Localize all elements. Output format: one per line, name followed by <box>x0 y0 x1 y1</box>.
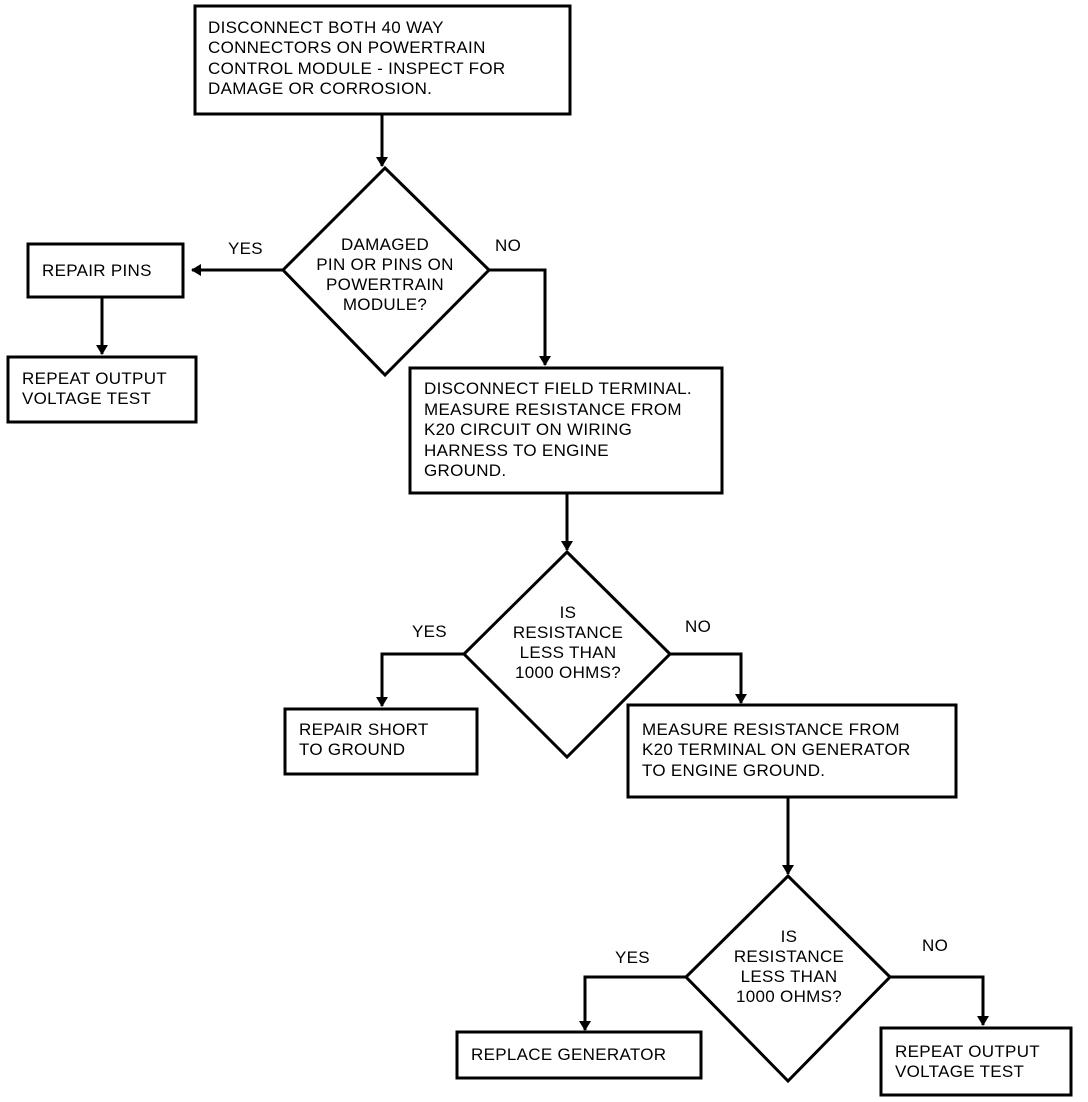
step-replace-generator: REPLACE GENERATOR <box>455 1030 703 1080</box>
step-line: TO GROUND <box>299 740 405 759</box>
edge-resistance-2-yes-to-replace-generator <box>579 975 686 1031</box>
decision-line: PIN OR PINS ON <box>316 255 453 274</box>
label-yes-resistance-1: YES <box>412 622 447 641</box>
label-yes-damaged: YES <box>228 239 263 258</box>
decision-line: IS <box>560 603 577 622</box>
step-line: REPAIR PINS <box>42 261 152 280</box>
edge-resistance-1-no-to-measure-generator <box>670 652 747 704</box>
step-line: GROUND. <box>424 461 506 480</box>
decision-line: 1000 OHMS? <box>515 663 621 682</box>
step-line: DISCONNECT BOTH 40 WAY <box>208 18 444 37</box>
decision-damaged-pins: DAMAGED PIN OR PINS ON POWERTRAIN MODULE… <box>280 165 492 378</box>
step-line: DAMAGE OR CORROSION. <box>208 79 432 98</box>
step-line: K20 CIRCUIT ON WIRING <box>424 420 632 439</box>
step-line: MEASURE RESISTANCE FROM <box>642 720 900 739</box>
edge-labels: YES NO YES NO YES NO <box>228 236 948 967</box>
decision-resistance-check-1: IS RESISTANCE LESS THAN 1000 OHMS? <box>461 549 673 760</box>
decision-line: 1000 OHMS? <box>736 987 842 1006</box>
decision-line: DAMAGED <box>341 235 429 254</box>
label-no-resistance-2: NO <box>922 936 948 955</box>
step-disconnect-field-terminal: DISCONNECT FIELD TERMINAL. MEASURE RESIS… <box>408 366 724 495</box>
step-line: HARNESS TO ENGINE <box>424 441 609 460</box>
decision-line: LESS THAN <box>741 967 838 986</box>
step-line: REPLACE GENERATOR <box>471 1045 666 1064</box>
decision-line: RESISTANCE <box>513 623 623 642</box>
decision-line: LESS THAN <box>520 643 617 662</box>
step-line: TO ENGINE GROUND. <box>642 761 825 780</box>
step-line: VOLTAGE TEST <box>22 389 151 408</box>
decision-resistance-check-2: IS RESISTANCE LESS THAN 1000 OHMS? <box>683 873 893 1084</box>
label-no-damaged: NO <box>495 236 521 255</box>
edge-resistance-2-no-to-repeat-test <box>890 975 989 1026</box>
step-repair-short-to-ground: REPAIR SHORT TO GROUND <box>283 707 479 776</box>
step-repeat-output-voltage-test-1: REPEAT OUTPUT VOLTAGE TEST <box>6 355 198 424</box>
step-line: K20 TERMINAL ON GENERATOR <box>642 740 911 759</box>
decision-line: POWERTRAIN <box>326 275 444 294</box>
step-line: CONNECTORS ON POWERTRAIN <box>208 38 486 57</box>
step-measure-generator-resistance: MEASURE RESISTANCE FROM K20 TERMINAL ON … <box>626 703 958 799</box>
decision-line: MODULE? <box>343 295 427 314</box>
decision-line: RESISTANCE <box>734 947 844 966</box>
decision-line: IS <box>781 927 798 946</box>
step-line: REPEAT OUTPUT <box>895 1042 1040 1061</box>
label-yes-resistance-2: YES <box>615 948 650 967</box>
step-repair-pins: REPAIR PINS <box>26 242 185 299</box>
edges <box>96 115 989 1031</box>
step-line: REPAIR SHORT <box>299 720 429 739</box>
step-disconnect-connectors: DISCONNECT BOTH 40 WAY CONNECTORS ON POW… <box>193 4 572 116</box>
step-line: REPEAT OUTPUT <box>22 369 167 388</box>
label-no-resistance-1: NO <box>685 617 711 636</box>
step-line: CONTROL MODULE - INSPECT FOR <box>208 59 505 78</box>
edge-resistance-1-yes-to-repair-short <box>376 652 464 707</box>
step-line: DISCONNECT FIELD TERMINAL. <box>424 379 692 398</box>
edge-damaged-no-to-disconnect-field <box>489 268 551 366</box>
step-line: VOLTAGE TEST <box>895 1062 1024 1081</box>
step-repeat-output-voltage-test-2: REPEAT OUTPUT VOLTAGE TEST <box>879 1026 1073 1097</box>
step-line: MEASURE RESISTANCE FROM <box>424 400 682 419</box>
